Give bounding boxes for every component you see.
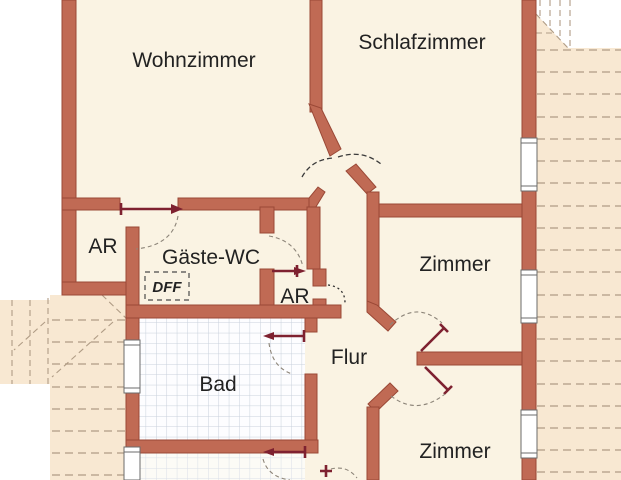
roof-ridge-diagonal xyxy=(535,13,569,49)
label-bad: Bad xyxy=(199,373,236,396)
wall-gwc-right-b xyxy=(259,268,275,308)
label-gaeste-wc: Gäste-WC xyxy=(162,246,260,269)
roof-hatch-vertical-left xyxy=(11,298,49,384)
roof-area-left xyxy=(0,294,129,480)
label-zimmer-bottom: Zimmer xyxy=(419,440,490,463)
window-zimmer-mid xyxy=(520,269,538,324)
window-zimmer-bottom xyxy=(520,409,538,459)
wall-gwc-right-a xyxy=(259,206,275,234)
door-zimmer-bottom xyxy=(390,366,453,407)
door-ar-right xyxy=(268,235,306,277)
door-zimmer-mid xyxy=(389,311,449,352)
wall-ar-left-bottom xyxy=(61,281,129,296)
door-flur-bottom xyxy=(320,465,358,479)
window-schlafzimmer xyxy=(520,137,538,192)
roof-area-right xyxy=(535,0,621,480)
room-labels: Wohnzimmer Schlafzimmer AR Gäste-WC DFF … xyxy=(88,31,490,463)
wall-wohnzimmer-bottom-a xyxy=(61,197,121,211)
roof-surface-left-a xyxy=(0,300,50,384)
label-wohnzimmer: Wohnzimmer xyxy=(132,49,255,72)
roof-surface-left-b xyxy=(50,295,127,480)
roof-hatch-vertical xyxy=(539,0,571,47)
windows xyxy=(123,137,538,480)
label-ar-right: AR xyxy=(280,285,309,308)
wall-wohnzimmer-bottom-b xyxy=(177,197,310,211)
wall-outer-left xyxy=(61,0,77,296)
label-dff: DFF xyxy=(152,279,182,296)
label-zimmer-mid: Zimmer xyxy=(419,253,490,276)
wall-flur-left-a xyxy=(304,317,318,333)
room-lower-tiles xyxy=(139,453,305,480)
label-schlafzimmer: Schlafzimmer xyxy=(358,31,485,54)
doors xyxy=(119,153,453,480)
roof-ridge-diagonals-left xyxy=(13,294,129,378)
door-swing-junction xyxy=(301,153,382,178)
wall-zimmer-bottom-left xyxy=(366,406,380,480)
wall-schlafzimmer-bottom xyxy=(378,203,523,218)
door-ar-hatch xyxy=(327,284,346,304)
wall-zimmer-divider xyxy=(416,351,523,366)
roof-surface xyxy=(536,48,621,480)
roof-hatch-horizontal xyxy=(537,49,621,473)
wall-gwc-bottom xyxy=(125,304,342,319)
door-wohnzimmer xyxy=(119,203,183,250)
wall-chamfer-upper-door xyxy=(366,300,397,332)
wall-divider-chamfer xyxy=(308,103,342,157)
wall-ar2-right-a xyxy=(312,268,327,287)
dff-roof-window-box xyxy=(144,271,190,301)
wall-outer-right xyxy=(521,0,537,480)
wall-divider-wohn-schlaf xyxy=(309,0,323,113)
door-bad xyxy=(263,330,306,375)
wall-junction-diagonal xyxy=(345,163,377,195)
walls xyxy=(61,0,537,480)
label-ar-left: AR xyxy=(88,235,117,258)
window-bad-lower xyxy=(123,446,141,480)
window-bad-upper xyxy=(123,339,141,394)
wall-zimmer-mid-left xyxy=(366,191,380,309)
room-bad-tiles xyxy=(139,318,305,440)
door-lower-room xyxy=(262,446,307,480)
label-flur: Flur xyxy=(331,346,367,369)
wall-nook-right xyxy=(306,206,321,270)
